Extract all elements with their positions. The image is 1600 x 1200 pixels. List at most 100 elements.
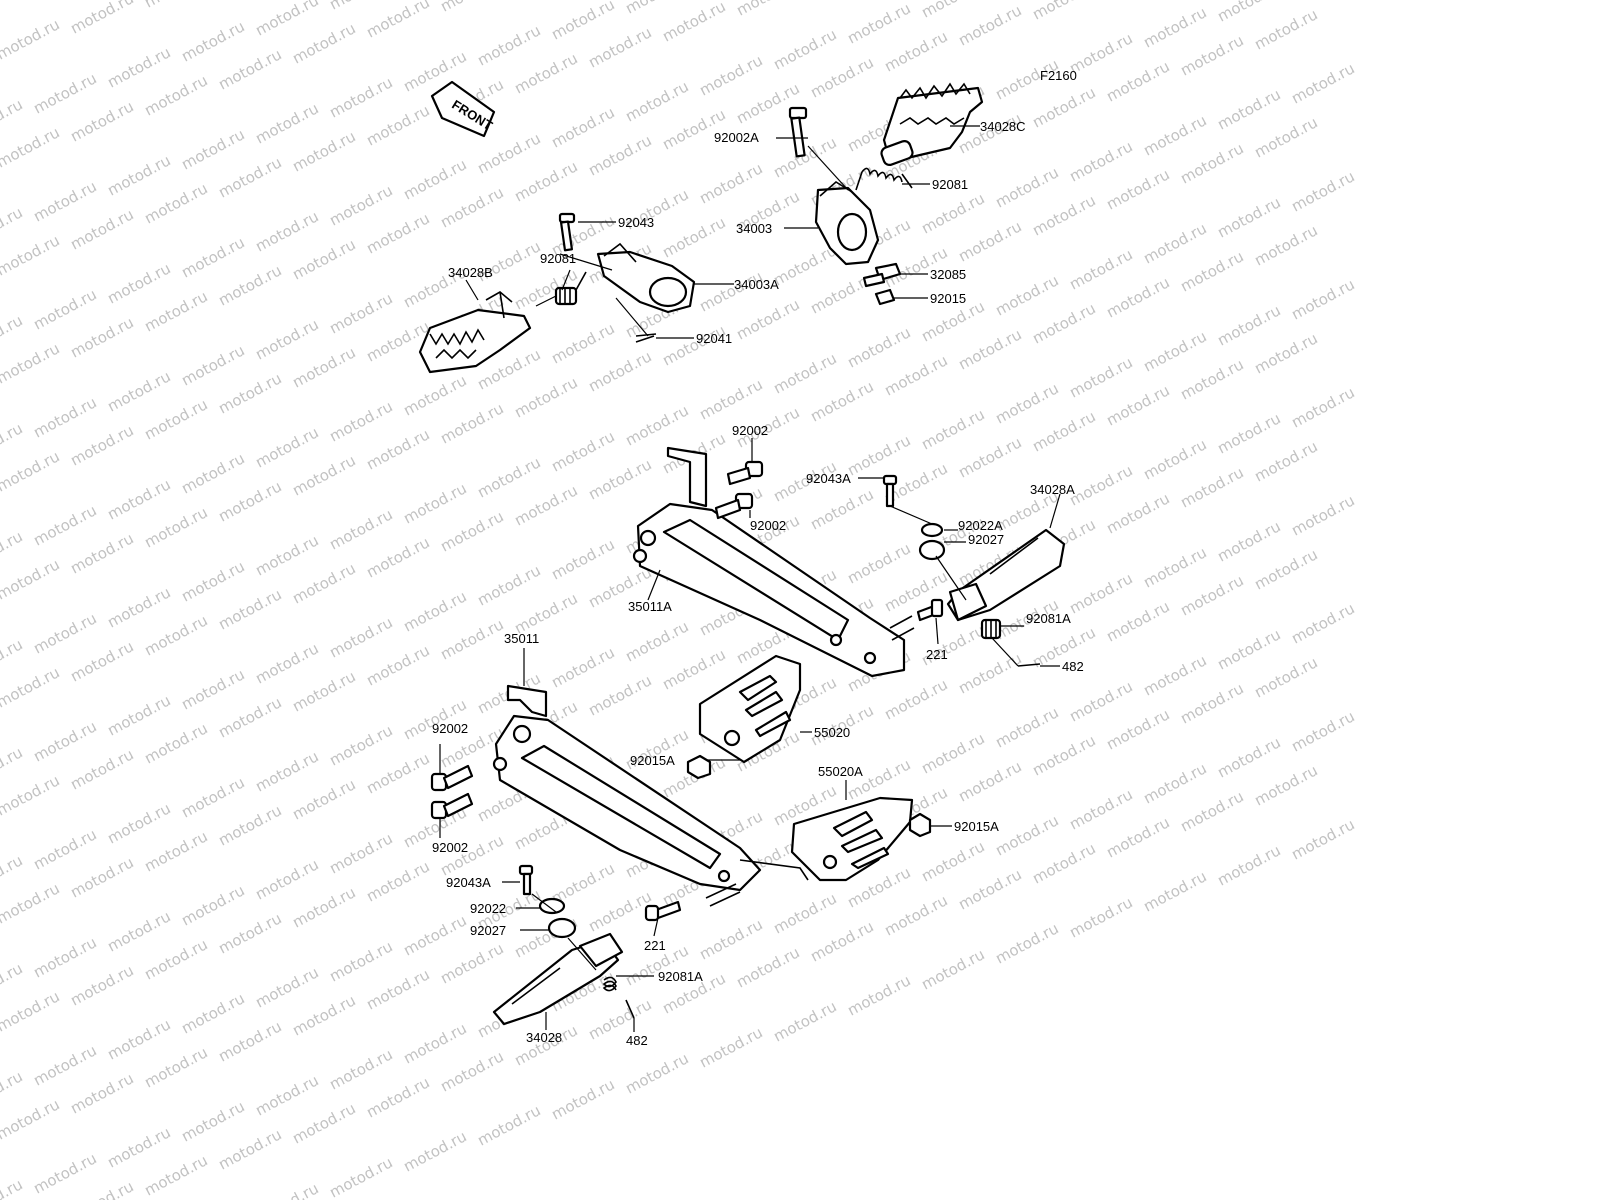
label-92002-c: 92002 [432, 721, 468, 736]
label-34028B: 34028B [448, 265, 493, 280]
watermark-text: motod.ru [807, 377, 876, 425]
spring-92081-top [855, 167, 913, 191]
watermark-text: motod.ru [104, 43, 173, 91]
watermark-text: motod.ru [30, 1041, 99, 1089]
watermark-text: motod.ru [918, 189, 987, 237]
watermark-text: motod.ru [1029, 0, 1098, 24]
watermark-text: motod.ru [1288, 383, 1357, 431]
watermark-text: motod.ru [1288, 599, 1357, 647]
watermark-text: motod.ru [178, 773, 247, 821]
watermark-text: motod.ru [1177, 463, 1246, 511]
heat-guard-55020A [790, 796, 914, 882]
watermark-text: motod.ru [141, 395, 210, 443]
watermark-text: motod.ru [918, 837, 987, 885]
watermark-text: motod.ru [548, 427, 617, 475]
watermark-text: motod.ru [252, 639, 321, 687]
watermark-text: motod.ru [289, 127, 358, 175]
watermark-text: motod.ru [289, 667, 358, 715]
watermark-text: motod.ru [67, 97, 136, 145]
watermark-text: motod.ru [67, 637, 136, 685]
nut-92015A-left [686, 754, 712, 780]
watermark-text: motod.ru [807, 917, 876, 965]
watermark-text: motod.ru [141, 503, 210, 551]
watermark-text: motod.ru [252, 423, 321, 471]
watermark-text: motod.ru [252, 747, 321, 795]
watermark-text: motod.ru [104, 907, 173, 955]
watermark-text: motod.ru [437, 399, 506, 447]
watermark-text: motod.ru [252, 1071, 321, 1119]
label-92041: 92041 [696, 331, 732, 346]
label-34028C: 34028C [980, 119, 1026, 134]
watermark-text: motod.ru [30, 933, 99, 981]
footpeg-34028B [418, 291, 532, 374]
watermark-text: motod.ru [0, 851, 26, 899]
watermark-text: motod.ru [0, 1175, 26, 1200]
watermark-text: motod.ru [1177, 139, 1246, 187]
watermark-text: motod.ru [1288, 59, 1357, 107]
watermark-text: motod.ru [326, 289, 395, 337]
watermark-text: motod.ru [104, 799, 173, 847]
watermark-text: motod.ru [104, 151, 173, 199]
watermark-text: motod.ru [326, 1153, 395, 1200]
watermark-text: motod.ru [474, 561, 543, 609]
bolt-92002-b [714, 492, 754, 520]
label-55020: 55020 [814, 725, 850, 740]
watermark-text: motod.ru [770, 997, 839, 1045]
label-92015A-right: 92015A [954, 819, 999, 834]
watermark-text: motod.ru [1288, 815, 1357, 863]
watermark-text: motod.ru [1029, 191, 1098, 239]
watermark-text: motod.ru [0, 0, 26, 10]
watermark-text: motod.ru [1288, 707, 1357, 755]
watermark-text: motod.ru [178, 989, 247, 1037]
watermark-text: motod.ru [178, 881, 247, 929]
part-labels: 34028C 92002A 92081 34003 32085 92015 92… [432, 119, 1084, 1048]
watermark-text: motod.ru [1066, 893, 1135, 941]
watermark-text: motod.ru [474, 21, 543, 69]
label-34028: 34028 [526, 1030, 562, 1045]
watermark-text: motod.ru [141, 935, 210, 983]
watermark-text: motod.ru [733, 295, 802, 343]
leader-lines [439, 125, 1061, 1032]
clip-92015 [874, 288, 896, 306]
watermark-text: motod.ru [0, 555, 63, 603]
watermark-text: motod.ru [918, 0, 987, 22]
pin-92043A-left [518, 864, 534, 896]
watermark-text: motod.ru [0, 231, 63, 279]
cotter-pin-482-left [625, 999, 635, 1019]
watermark-text: motod.ru [215, 1017, 284, 1065]
label-92027-left: 92027 [470, 923, 506, 938]
watermark-text: motod.ru [67, 205, 136, 253]
watermark-text: motod.ru [1288, 167, 1357, 215]
watermark-text: motod.ru [1103, 597, 1172, 645]
heat-guard-55020 [698, 654, 802, 764]
watermark-text: motod.ru [1214, 301, 1283, 349]
cotter-pin-482-right [1017, 663, 1041, 667]
footpeg-34028C [880, 82, 984, 166]
washer-92027-left [547, 917, 577, 939]
watermark-text: motod.ru [1251, 545, 1320, 593]
label-92081-top: 92081 [932, 177, 968, 192]
watermark-text: motod.ru [807, 485, 876, 533]
label-482-left: 482 [626, 1033, 648, 1048]
watermark-text: motod.ru [548, 643, 617, 691]
watermark-text: motod.ru [955, 649, 1024, 697]
watermark-text: motod.ru [1177, 679, 1246, 727]
watermark-text: motod.ru [363, 857, 432, 905]
footrest-bracket-35011 [492, 684, 809, 907]
watermark-text: motod.ru [585, 455, 654, 503]
watermark-text: motod.ru [918, 945, 987, 993]
watermark-text: motod.ru [0, 419, 26, 467]
watermark-text: motod.ru [1251, 113, 1320, 161]
label-35011: 35011 [504, 631, 539, 646]
watermark-text: motod.ru [0, 95, 26, 143]
watermark-text: motod.ru [622, 617, 691, 665]
watermark-text: motod.ru [252, 0, 321, 40]
watermark-text: motod.ru [104, 583, 173, 631]
watermark-text: motod.ru [0, 339, 63, 387]
watermark-text: motod.ru [1251, 221, 1320, 269]
watermark-text: motod.ru [659, 213, 728, 261]
watermark-text: motod.ru [178, 341, 247, 389]
label-92015: 92015 [930, 291, 966, 306]
watermark-text: motod.ru [1103, 381, 1172, 429]
watermark-text: motod.ru [955, 865, 1024, 913]
